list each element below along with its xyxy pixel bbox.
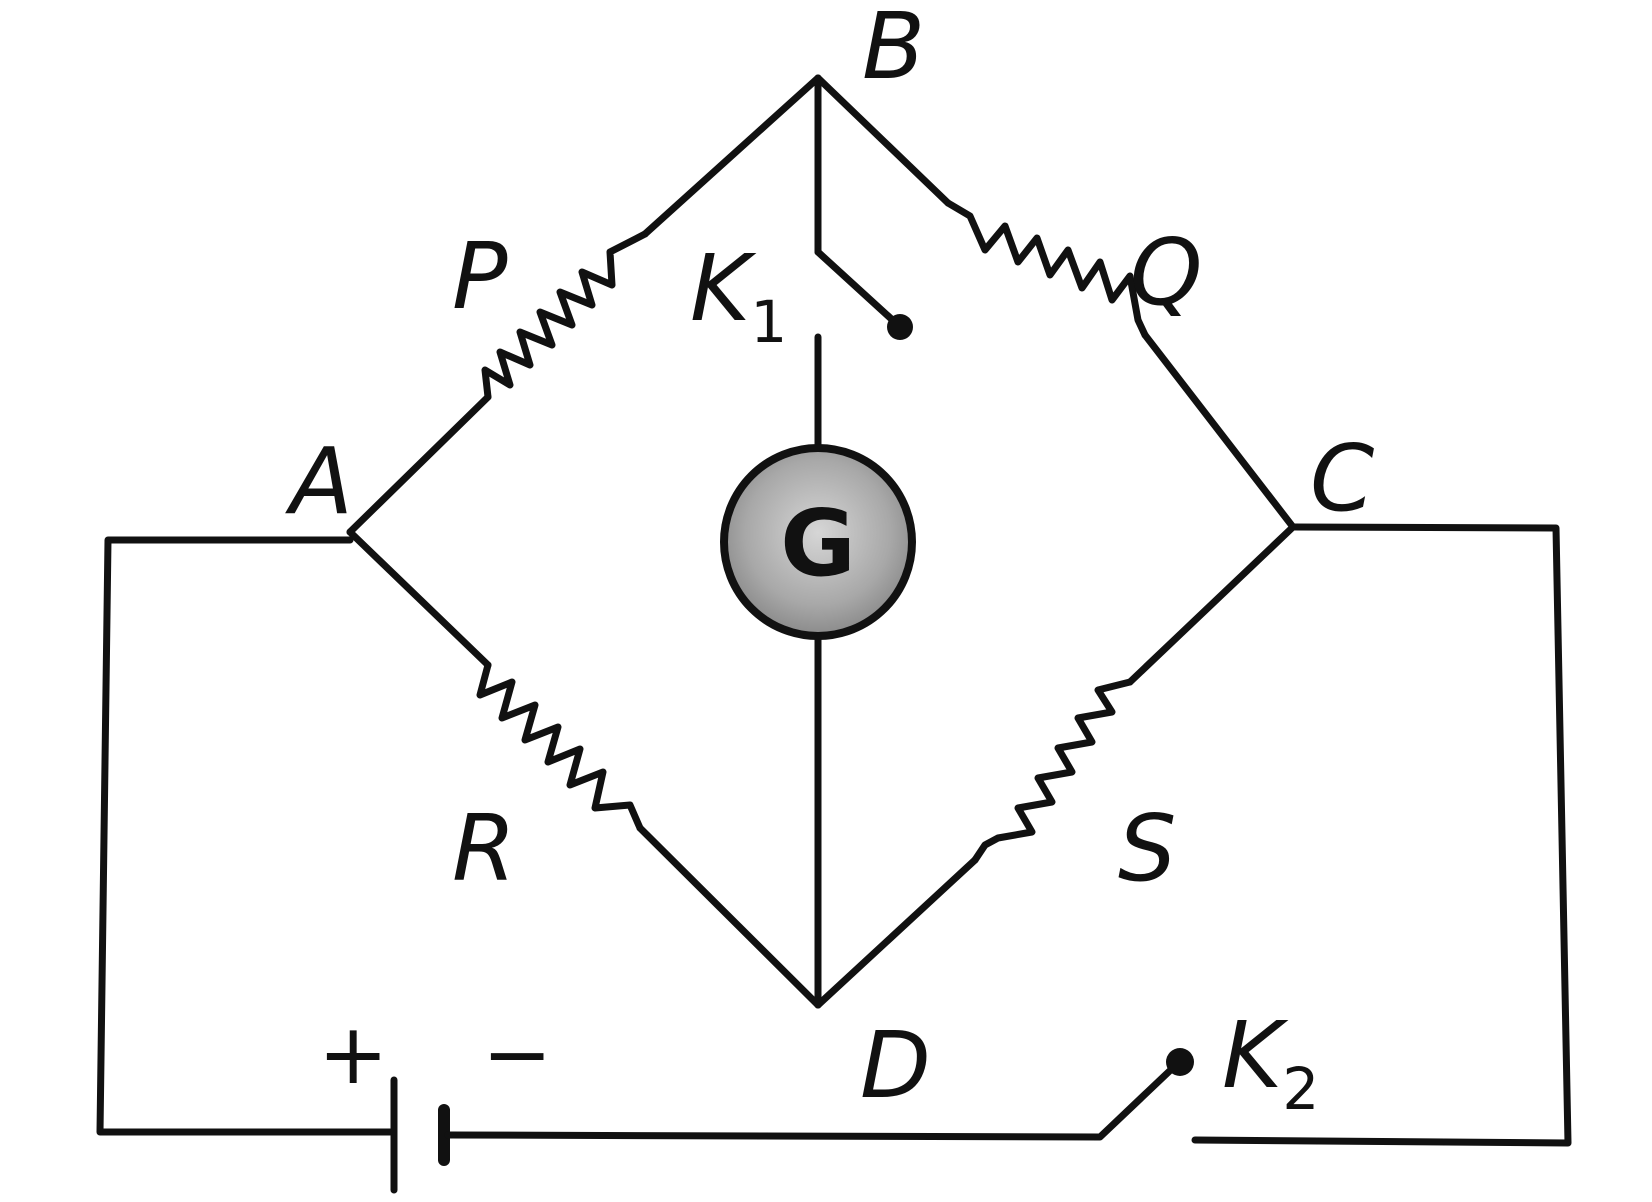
- key-k1-lever[interactable]: [814, 248, 902, 329]
- resistor-r: [476, 661, 644, 832]
- resistor-r-label: R: [452, 795, 516, 902]
- resistor-p: [481, 230, 649, 401]
- node-c-label: C: [1310, 425, 1374, 532]
- arm-cd-resistor-s: [814, 523, 1297, 1009]
- resistor-s: [971, 678, 1134, 864]
- arm-ad-resistor-r: [346, 528, 822, 1009]
- node-b-label: B: [862, 0, 925, 100]
- key-k2-contact[interactable]: [1166, 1048, 1194, 1076]
- arm-ab-resistor-p: [346, 74, 822, 536]
- battery-positive-sign: +: [318, 1005, 388, 1103]
- key-k2-label: K2: [1222, 1002, 1319, 1123]
- node-d-label: D: [860, 1012, 931, 1119]
- key-k1-contact[interactable]: [887, 314, 913, 340]
- resistor-s-label: S: [1118, 795, 1176, 902]
- battery-negative-sign: −: [482, 1005, 552, 1103]
- node-a-label: A: [285, 428, 353, 535]
- arm-bc-resistor-q: [814, 74, 1297, 531]
- resistor-q-label: Q: [1130, 219, 1202, 326]
- resistor-q: [944, 199, 1149, 339]
- galvanometer-label: G: [780, 490, 856, 597]
- resistor-p-label: P: [452, 223, 508, 330]
- battery-loop: [96, 523, 1572, 1194]
- galvanometer-branch: [720, 74, 916, 1009]
- key-k1-label: K1: [690, 235, 787, 356]
